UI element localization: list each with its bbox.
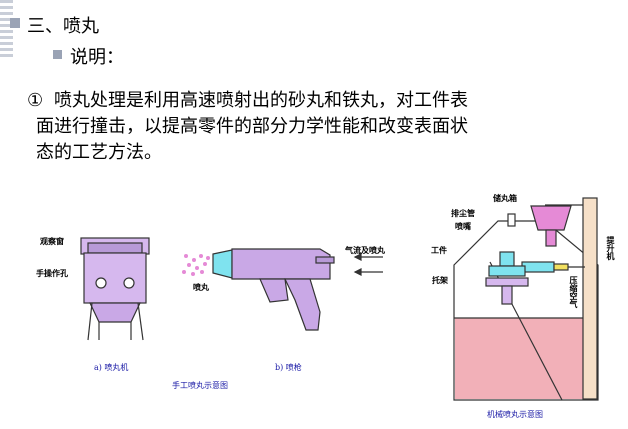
shot-dots (182, 254, 210, 276)
decor-stripe (0, 0, 13, 60)
airflow-arrows (353, 253, 383, 276)
paragraph-line-2: 面进行撞击，以提高零件的部分力学性能和改变表面状 (36, 116, 468, 137)
shot-cabinet (80, 237, 150, 341)
paragraph-marker: ① (27, 90, 44, 111)
machine-figure-caption: 机械喷丸示意图 (487, 410, 543, 419)
label-holder: 托架 (432, 276, 448, 285)
label-nozzle: 喷嘴 (455, 222, 471, 231)
label-shot: 喷丸 (193, 283, 209, 292)
subheading: 说明： (70, 47, 124, 68)
section-heading: 三、喷丸 (27, 16, 99, 37)
label-hopper: 储丸箱 (493, 194, 517, 203)
heading-bullet (10, 18, 20, 28)
caption-a: a) 喷丸机 (94, 363, 129, 372)
caption-b: b) 喷枪 (275, 363, 302, 372)
label-dust-pipe: 排尘管 (451, 209, 475, 218)
paragraph-line-3: 态的工艺方法。 (36, 142, 162, 163)
shot-gun (212, 248, 335, 331)
label-workpiece: 工件 (431, 246, 447, 255)
label-window: 观察窗 (40, 237, 64, 246)
label-air-and-shot: 气流及喷丸 (345, 246, 385, 255)
label-compressed-air: 压缩空气 (569, 276, 578, 308)
manual-figure-caption: 手工喷丸示意图 (172, 381, 228, 390)
paragraph-line-1: 喷丸处理是利用高速喷射出的砂丸和铁丸，对工件表 (54, 90, 468, 111)
label-elevator: 提升机 (606, 236, 615, 260)
subheading-bullet (53, 50, 62, 59)
label-hand-hole: 手操作孔 (36, 269, 68, 278)
peening-machine (453, 197, 599, 401)
